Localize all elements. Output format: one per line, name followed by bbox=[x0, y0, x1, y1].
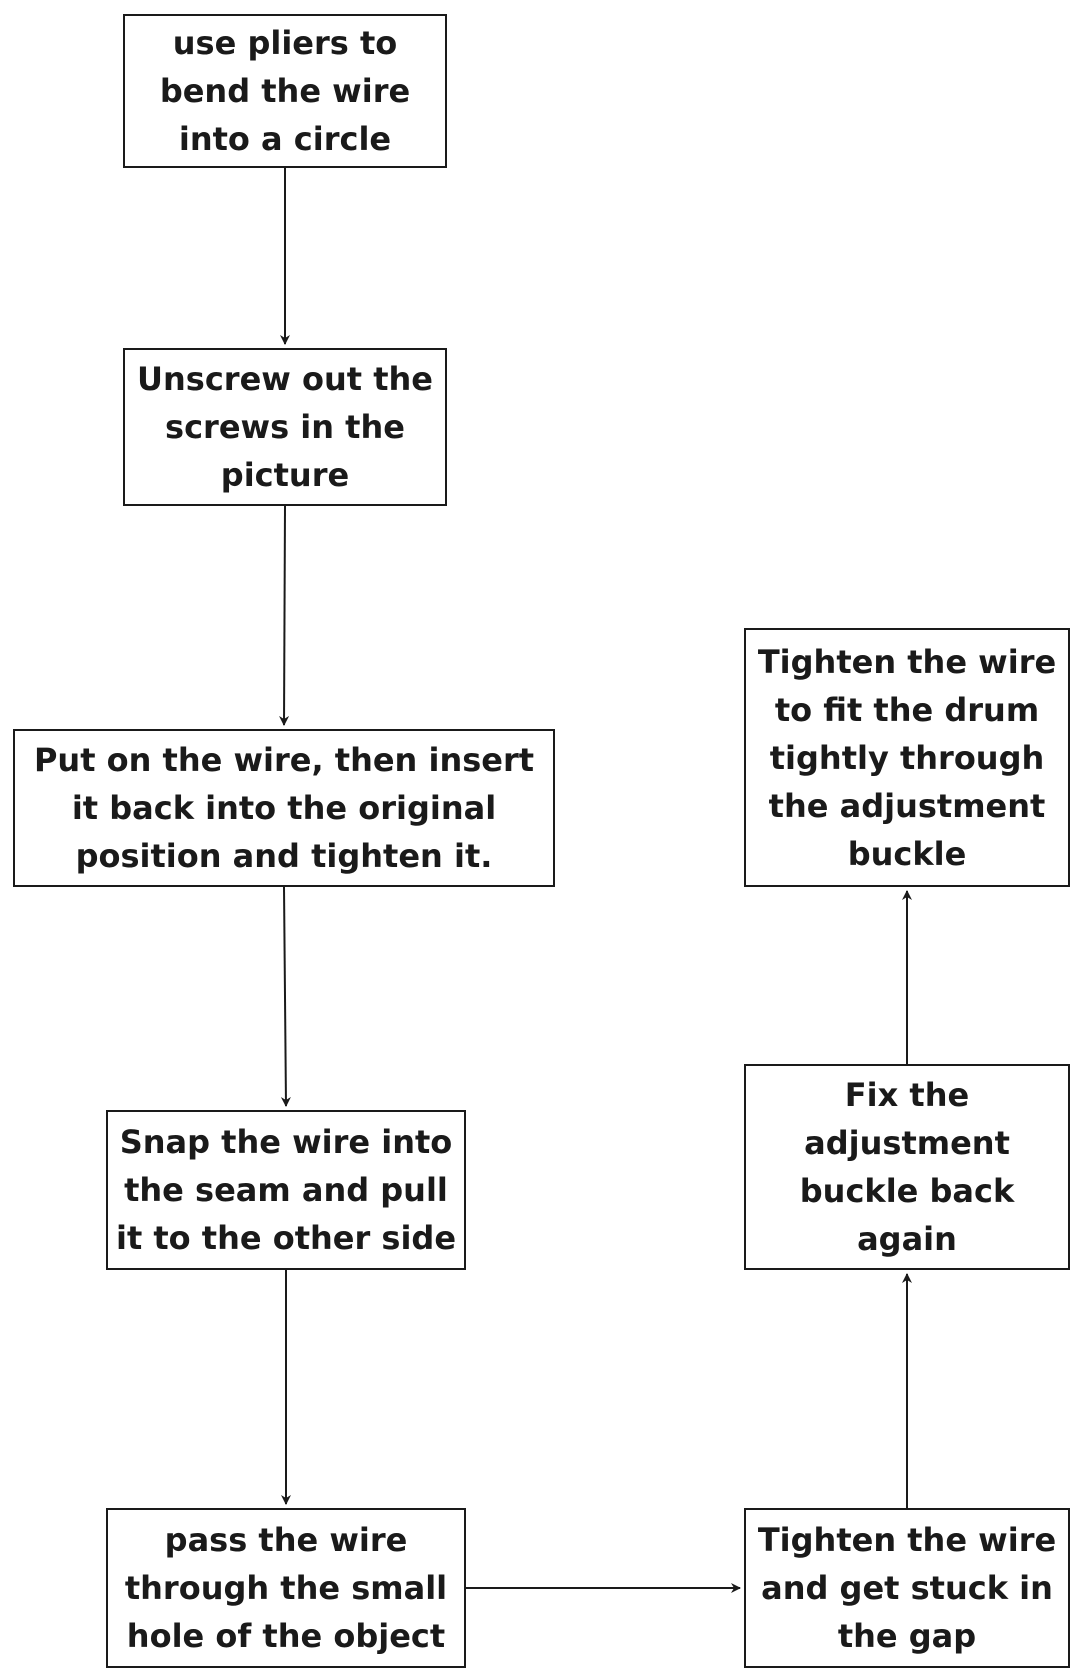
arrow-n3-to-n4 bbox=[280, 886, 291, 1107]
step-fix-buckle-box: Fix the adjustment buckle back again bbox=[744, 1064, 1070, 1270]
step-tighten-wire-drum-box: Tighten the wire to fit the drum tightly… bbox=[744, 628, 1070, 887]
arrow-n2-to-n3 bbox=[279, 505, 290, 726]
step-bend-wire-box: use pliers to bend the wire into a circl… bbox=[123, 14, 447, 168]
step-tighten-wire-gap-box: Tighten the wire and get stuck in the ga… bbox=[744, 1508, 1070, 1668]
step-snap-wire-box: Snap the wire into the seam and pull it … bbox=[106, 1110, 466, 1270]
step-put-on-wire-box: Put on the wire, then insert it back int… bbox=[13, 729, 555, 887]
step-pass-wire-box: pass the wire through the small hole of … bbox=[106, 1508, 466, 1668]
step-unscrew-screws-box: Unscrew out the screws in the picture bbox=[123, 348, 447, 506]
